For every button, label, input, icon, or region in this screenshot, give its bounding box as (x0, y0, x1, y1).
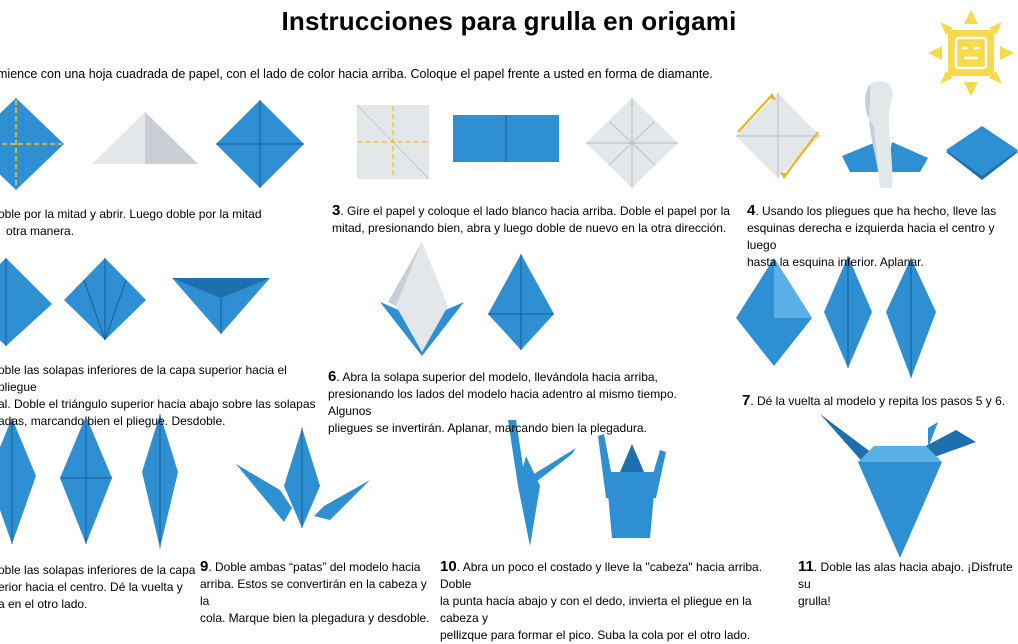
step-8-text: oble las solapas inferiores de la capa e… (0, 563, 196, 611)
step7-diagram-3 (886, 258, 936, 378)
step6-diagram-2 (488, 254, 554, 350)
step3-diagram-2 (453, 115, 559, 162)
step-number: 9 (200, 558, 209, 575)
step-number: 6 (328, 368, 337, 385)
step-9-text: 9. Doble ambas “patas” del modelo hacia … (200, 558, 430, 625)
step-3-text: 3. Gire el papel y coloque el lado blanc… (332, 202, 730, 235)
step7-diagram-1 (736, 258, 812, 366)
step2-diagram-2 (92, 112, 198, 164)
step10-diagram-1 (508, 420, 576, 546)
step4-diagram-2 (842, 81, 928, 188)
step-10-text: 10. Abra un poco el costado y lleve la "… (440, 558, 763, 642)
page-title: Instrucciones para grulla en origami (281, 6, 737, 36)
step5-diagram-1 (0, 258, 52, 346)
step-5-text: oble las solapas inferiores de la capa s… (0, 363, 316, 428)
step8-diagram-1 (0, 418, 36, 544)
sun-logo-icon (928, 10, 1014, 96)
step7-diagram-2 (824, 256, 872, 368)
step8-diagram-3 (142, 414, 178, 548)
step3-diagram-3 (586, 98, 678, 188)
step10-diagram-2 (598, 434, 666, 538)
step-6-text: 6. Abra la solapa superior del modelo, l… (328, 368, 677, 435)
step11-diagram (820, 414, 976, 558)
step-7-text: 7. Dé la vuelta al modelo y repita los p… (742, 392, 1006, 409)
step9-diagram (236, 428, 370, 528)
step-11-text: 11. Doble las alas hacia abajo. ¡Disfrut… (798, 558, 1013, 608)
step-number: 3 (332, 202, 341, 219)
step-number: 10 (440, 558, 457, 575)
step-2-text: oble por la mitad y abrir. Luego doble p… (0, 207, 262, 238)
step4-diagram-3 (946, 126, 1018, 180)
step-number: 11 (798, 558, 814, 575)
step-number: 7 (742, 392, 751, 409)
step-number: 4 (747, 202, 756, 219)
step8-diagram-2 (60, 416, 112, 544)
step-4-text: 4. Usando los pliegues que ha hecho, lle… (747, 202, 997, 269)
step3-diagram-1 (356, 104, 430, 180)
intro-text: mience con una hoja cuadrada de papel, c… (0, 67, 713, 81)
step4-diagram-1 (736, 93, 820, 179)
step5-diagram-3 (172, 278, 270, 334)
step2-diagram-1 (0, 98, 64, 190)
step2-diagram-3 (216, 100, 304, 188)
step5-diagram-2 (64, 258, 146, 341)
step6-diagram-1 (380, 242, 464, 356)
